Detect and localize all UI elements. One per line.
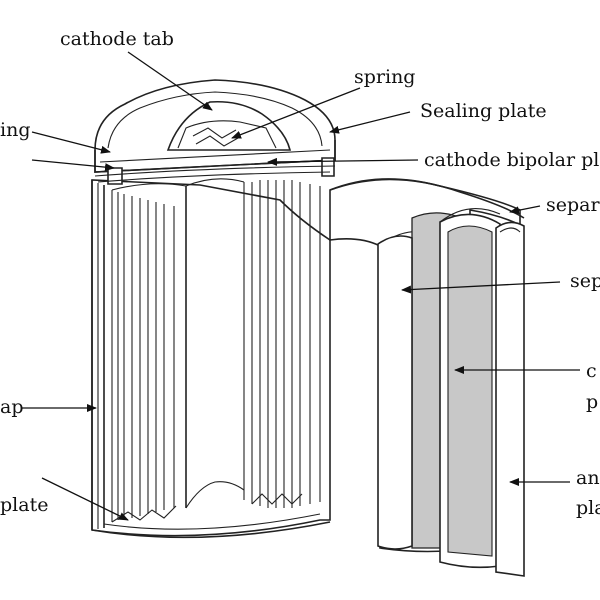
label-cathode-plate-line1: c	[586, 360, 597, 382]
arrow-left-ring	[31, 131, 111, 154]
arrow-left-ring-2	[31, 159, 115, 172]
label-separator-top: separa	[546, 194, 600, 216]
label-spring: spring	[354, 66, 415, 88]
label-cathode-tab: cathode tab	[60, 28, 174, 50]
arrow-spring	[231, 87, 361, 139]
label-anode-plate-line1: an	[576, 467, 600, 489]
arrow-left-plate	[41, 477, 129, 521]
label-cathode-bipolar-plate: cathode bipolar pla	[424, 149, 600, 171]
label-separator-mid: sep	[570, 270, 600, 292]
leader-lines	[22, 51, 580, 521]
arrow-cathode-bipolar	[267, 157, 419, 166]
label-sealing-plate: Sealing plate	[420, 100, 547, 122]
arrow-separator-top	[509, 205, 541, 215]
arrow-sealing-plate	[329, 111, 411, 134]
label-left-cap: ap	[0, 396, 24, 418]
right-electrode-stack	[251, 180, 321, 508]
cap-assembly	[94, 79, 336, 185]
label-anode-plate-line2: pla	[576, 497, 600, 519]
arrow-cathode-tab	[127, 51, 213, 111]
left-electrode-stack	[111, 183, 187, 523]
label-left-ring: ing	[0, 119, 30, 141]
label-cathode-plate-line2: p	[586, 391, 598, 413]
labels: cathode tab spring Sealing plate cathode…	[0, 28, 600, 519]
label-left-plate: plate	[0, 494, 48, 516]
battery-can	[91, 179, 331, 539]
arrow-separator-mid	[401, 281, 561, 294]
center-cavity	[185, 178, 245, 509]
unrolled-sheets	[329, 178, 525, 577]
